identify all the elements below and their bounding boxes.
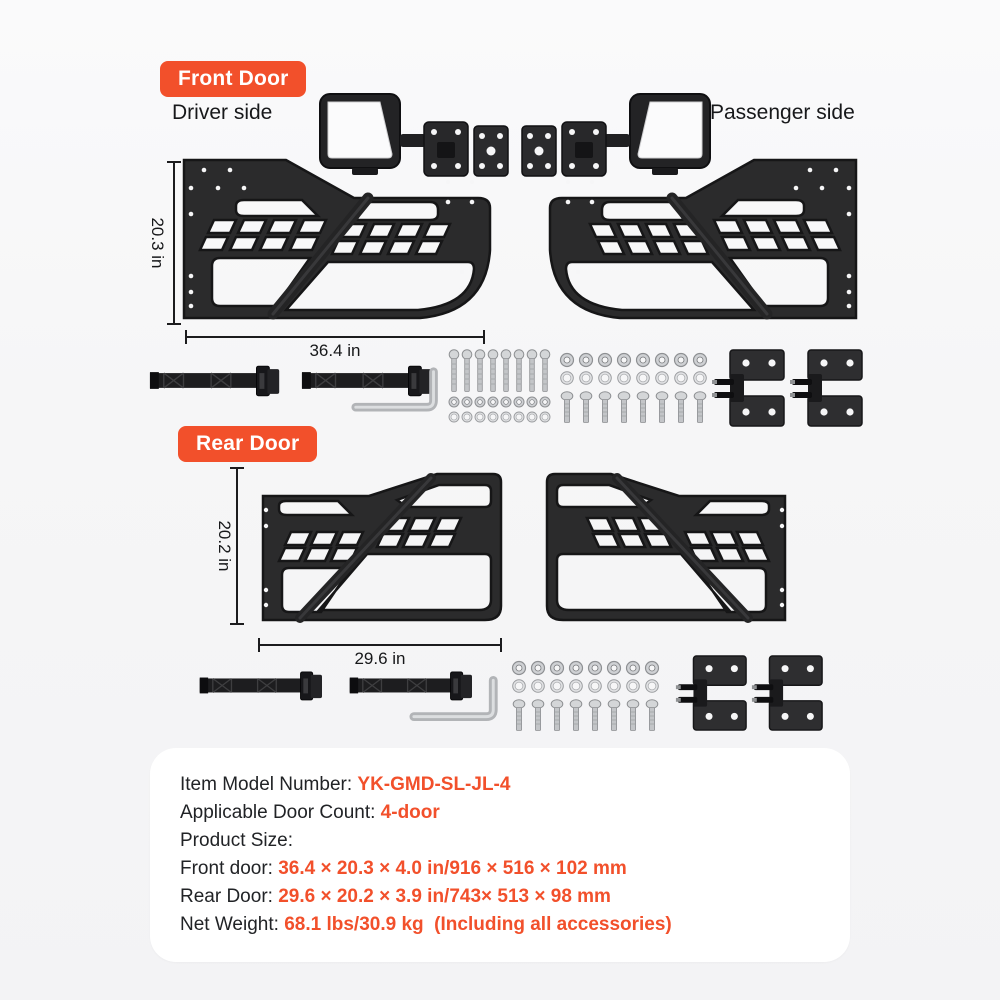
spec-row-rear-door-size: Rear Door: 29.6 × 20.2 × 3.9 in/743× 513… — [180, 885, 820, 909]
front-width-label: 36.4 in — [309, 341, 361, 360]
rear-door-driver-image — [255, 468, 505, 628]
door-hinges-icon — [711, 349, 863, 427]
spec-label: Rear Door: — [180, 886, 279, 907]
spec-label: Front door: — [180, 858, 279, 879]
spec-panel: Item Model Number: YK-GMD-SL-JL-4 Applic… — [150, 748, 850, 962]
spec-row-door-count: Applicable Door Count: 4-door — [180, 801, 820, 825]
hex-key-icon — [350, 364, 446, 414]
rear-door-badge: Rear Door — [178, 426, 318, 462]
spec-row-front-door-size: Front door: 36.4 × 20.3 × 4.0 in/916 × 5… — [180, 857, 820, 881]
door-hinges-icon — [675, 655, 823, 731]
spec-label: Product Size: — [180, 830, 293, 851]
spec-label: Applicable Door Count: — [180, 802, 381, 823]
spec-value: 36.4 × 20.3 × 4.0 in/916 × 516 × 102 mm — [278, 858, 627, 879]
rear-width-label: 29.6 in — [354, 649, 406, 668]
spec-row-product-size: Product Size: — [180, 829, 820, 853]
spec-value: YK-GMD-SL-JL-4 — [357, 774, 511, 795]
front-door-badge: Front Door — [160, 61, 307, 97]
spec-row-net-weight: Net Weight: 68.1 lbs/30.9 kg (Including … — [180, 913, 820, 937]
spec-label: Item Model Number: — [180, 774, 358, 795]
spec-value: 68.1 lbs/30.9 kg (Including all accessor… — [284, 914, 672, 935]
spec-row-model: Item Model Number: YK-GMD-SL-JL-4 — [180, 773, 820, 797]
front-door-passenger-image — [548, 154, 862, 329]
rear-height-label: 20.2 in — [215, 520, 234, 572]
rear-height-dimension-line — [230, 467, 244, 625]
spec-value: 4-door — [380, 802, 440, 823]
passenger-side-label: Passenger side — [710, 101, 855, 124]
long-bolts-icon — [448, 349, 551, 423]
spec-value: 29.6 × 20.2 × 3.9 in/743× 513 × 98 mm — [278, 886, 611, 907]
rear-width-dimension-line — [258, 638, 502, 652]
rear-fasteners-icon — [511, 660, 660, 731]
spec-label: Net Weight: — [180, 914, 285, 935]
driver-side-label: Driver side — [172, 101, 273, 124]
front-height-dimension-line — [167, 161, 181, 325]
limit-strap-icon — [149, 365, 280, 397]
front-height-label: 20.3 in — [148, 217, 167, 269]
hex-key-icon — [408, 672, 506, 724]
limit-strap-icon — [199, 671, 323, 701]
front-fasteners-icon — [448, 349, 708, 423]
front-door-driver-image — [178, 154, 492, 329]
rear-door-passenger-image — [543, 468, 793, 628]
nuts-washers-bolts-icon — [559, 352, 708, 423]
front-width-dimension-line — [185, 330, 485, 344]
